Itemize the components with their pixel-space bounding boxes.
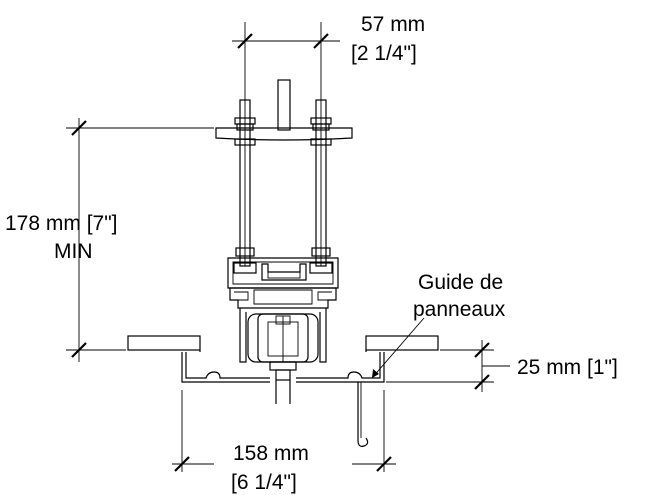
bolt-spacing-in: [2 1/4"]: [351, 42, 417, 65]
dim-height: [66, 118, 214, 362]
panel-guide-label-2: panneaux: [413, 298, 506, 321]
upper-nuts: [234, 117, 332, 146]
ceiling-tile-right: [365, 335, 439, 351]
width-mm-label: 158 mm: [233, 442, 309, 465]
height-label: 178 mm [7"]: [5, 212, 118, 235]
ceiling-tile-left: [127, 335, 201, 351]
track-profile: [227, 257, 339, 363]
panel-gap-label: 25 mm [1"]: [517, 356, 618, 379]
bolt-spacing-mm: 57 mm: [361, 13, 425, 36]
mounting-plate: [215, 79, 353, 141]
panel-guide-leader: [371, 317, 425, 379]
panel-guide-label-1: Guide de: [418, 271, 503, 294]
lower-nuts: [233, 247, 333, 274]
ceiling-channel: [181, 350, 385, 447]
trolley: [247, 313, 319, 404]
width-in-label: [6 1/4"]: [231, 471, 297, 494]
height-min-label: MIN: [54, 240, 93, 263]
dim-width: [172, 390, 396, 472]
dim-bolt-spacing: [232, 22, 340, 100]
dim-panel-gap: [386, 340, 510, 392]
